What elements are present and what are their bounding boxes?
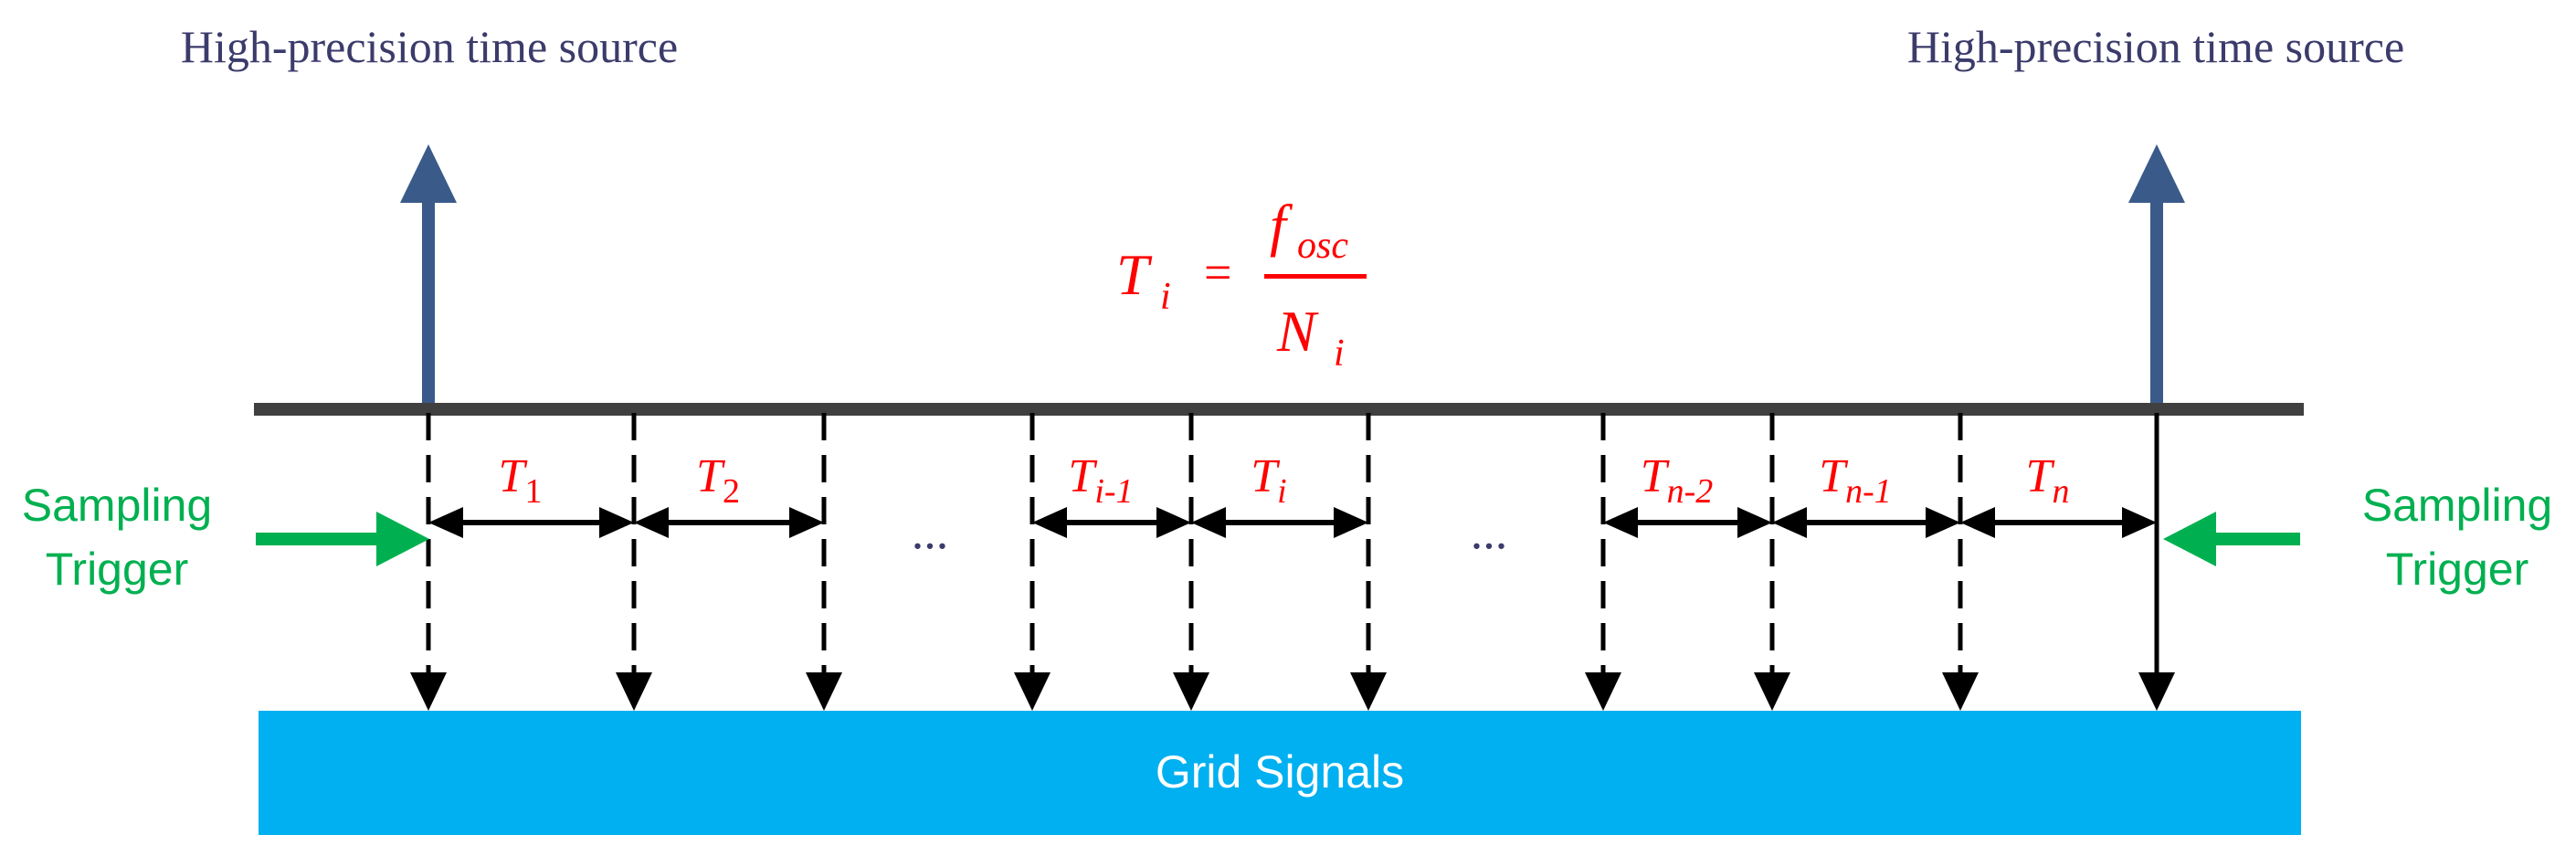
interval-arrow xyxy=(1032,507,1191,538)
grid-signals-bar xyxy=(259,711,2301,835)
interval-label-main: T xyxy=(1251,450,1280,502)
grid-signals-label: Grid Signals xyxy=(1156,746,1404,798)
interval-arrow xyxy=(634,507,824,538)
interval-arrows xyxy=(428,507,2157,538)
interval-label-sub: i-1 xyxy=(1094,472,1133,511)
interval-label: T2 xyxy=(696,450,740,511)
interval-label-main: T xyxy=(499,450,528,502)
interval-arrow xyxy=(1191,507,1368,538)
interval-label: Ti-1 xyxy=(1068,450,1133,511)
interval-label-main: T xyxy=(1068,450,1097,502)
sample-arrowhead xyxy=(1585,672,1621,711)
interval-label: Ti xyxy=(1251,450,1286,511)
trigger-arrow-left xyxy=(256,512,429,566)
formula-numerator: f xyxy=(1270,193,1293,258)
time-source-label-right: High-precision time source xyxy=(1907,21,2404,72)
ellipsis-2: ... xyxy=(1471,504,1508,559)
formula-lhs-sub: i xyxy=(1160,276,1171,318)
sample-lines xyxy=(410,413,2175,711)
interval-label: Tn-1 xyxy=(1819,450,1892,511)
interval-arrow xyxy=(1603,507,1772,538)
interval-label-sub: 1 xyxy=(524,472,542,511)
formula-lhs: T xyxy=(1116,242,1153,307)
ellipsis-1: ... xyxy=(912,504,949,559)
interval-label-main: T xyxy=(696,450,725,502)
trigger-arrow-right xyxy=(2163,512,2300,566)
interval-label-sub: n-2 xyxy=(1667,472,1714,511)
interval-label-main: T xyxy=(2026,450,2055,502)
fraction-bar xyxy=(1264,274,1367,279)
interval-arrow xyxy=(1960,507,2157,538)
interval-label-sub: n-1 xyxy=(1845,472,1892,511)
interval-arrow xyxy=(428,507,634,538)
trigger-label-left-line2: Trigger xyxy=(46,544,189,595)
sample-arrowhead xyxy=(1173,672,1209,711)
sample-arrowhead xyxy=(410,672,447,711)
trigger-label-left-line1: Sampling xyxy=(22,480,212,531)
interval-label-sub: n xyxy=(2052,472,2069,511)
sample-arrowhead xyxy=(806,672,842,711)
interval-label-main: T xyxy=(1819,450,1848,502)
interval-label: Tn xyxy=(2026,450,2070,511)
formula-denominator-sub: i xyxy=(1334,333,1345,375)
sample-arrowhead xyxy=(1942,672,1979,711)
interval-arrow xyxy=(1772,507,1960,538)
sample-arrowhead xyxy=(616,672,652,711)
formula-denominator: N xyxy=(1276,299,1319,364)
interval-label-sub: i xyxy=(1277,472,1287,511)
time-source-arrow-right xyxy=(2128,144,2185,409)
formula-numerator-sub: osc xyxy=(1297,225,1348,267)
sample-arrowhead xyxy=(1350,672,1387,711)
sample-arrowhead xyxy=(2138,672,2175,711)
time-source-label-left: High-precision time source xyxy=(181,21,678,72)
trigger-label-right-line1: Sampling xyxy=(2362,480,2552,531)
period-formula: T i = f osc N i xyxy=(1116,193,1367,375)
interval-label: T1 xyxy=(499,450,543,511)
sample-arrowhead xyxy=(1754,672,1790,711)
sample-arrowhead xyxy=(1014,672,1050,711)
time-source-arrow-left xyxy=(400,144,457,409)
interval-label-main: T xyxy=(1641,450,1670,502)
interval-label: Tn-2 xyxy=(1641,450,1714,511)
trigger-label-right-line2: Trigger xyxy=(2386,544,2529,595)
formula-equals: = xyxy=(1204,245,1231,300)
interval-label-sub: 2 xyxy=(723,472,740,511)
